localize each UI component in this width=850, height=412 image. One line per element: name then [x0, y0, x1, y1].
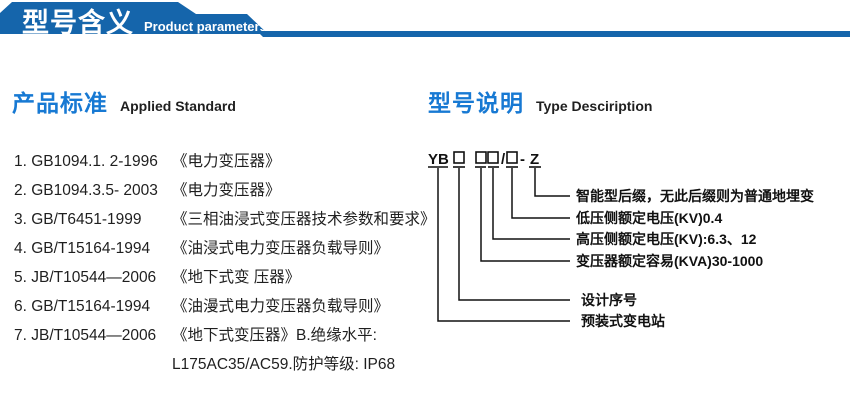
applied-standard-heading: 产品标准 Applied Standard — [12, 84, 236, 118]
standard-title: 《油漫式电力变压器负载导则》 — [172, 298, 390, 315]
banner-shape — [0, 2, 850, 37]
type-description-heading-cn: 型号说明 — [428, 90, 524, 116]
model-code-dash: - — [520, 151, 525, 168]
standard-title: 《地下式变压器》B.绝缘水平: — [172, 327, 377, 344]
label-prefab-substation: 预装式变电站 — [581, 313, 665, 329]
standard-row: 3. GB/T6451-1999 《三相油浸式变压器技术参数和要求》 — [14, 205, 436, 234]
standard-code: 6. GB/T15164-1994 — [14, 298, 151, 315]
label-smart-suffix: 智能型后缀，无此后缀则为普通地埋变 — [575, 188, 814, 204]
type-description-heading: 型号说明 Type Desciription — [428, 84, 652, 118]
standard-title: 《油浸式电力变压器负载导则》 — [172, 240, 390, 257]
model-code-suffix: Z — [530, 151, 539, 168]
standard-row: 6. GB/T15164-1994 《油漫式电力变压器负载导则》 — [14, 292, 434, 321]
standard-title: L175AC35/AC59.防护等级: IP68 — [172, 356, 396, 373]
standard-title: 《地下式变 压器》 — [172, 269, 301, 286]
model-code-box-capacity-1 — [475, 151, 487, 164]
banner-main-polygon — [0, 2, 268, 34]
connector-high-voltage — [492, 168, 570, 240]
banner-subtitle: Product parameters — [144, 19, 267, 34]
standard-title: 《三相油浸式变压器技术参数和要求》 — [172, 211, 436, 228]
standard-code: 4. GB/T15164-1994 — [14, 240, 151, 257]
standard-row: 5. JB/T10544—2006 《地下式变 压器》 — [14, 263, 434, 292]
connector-low-voltage — [511, 168, 570, 219]
standard-code: 5. JB/T10544—2006 — [14, 269, 157, 286]
standard-row-continuation: L175AC35/AC59.防护等级: IP68 — [14, 350, 434, 379]
connector-design-serial — [458, 168, 570, 301]
model-code-box-capacity-2 — [487, 151, 499, 164]
model-code-prefix: YB — [428, 151, 449, 168]
page-banner: 型号含义 Product parameters — [0, 0, 850, 40]
label-capacity: 变压器额定容易(KVA)30-1000 — [576, 253, 763, 269]
connector-capacity — [480, 168, 570, 262]
standard-row: 2. GB1094.3.5- 2003 《电力变压器》 — [14, 176, 434, 205]
standard-code — [14, 350, 172, 379]
model-code-diagram: YB / - Z 智能型后缀，无此后缀则为普通地埋变 低压侧额定电压(KV)0.… — [428, 151, 814, 329]
banner-title: 型号含义 — [22, 8, 134, 38]
standard-row: 7. JB/T10544—2006 《地下式变压器》B.绝缘水平: — [14, 321, 434, 350]
standard-title: 《电力变压器》 — [172, 182, 281, 199]
model-code-separator: / — [501, 151, 506, 168]
label-high-voltage: 高压侧额定电压(KV):6.3、12 — [576, 231, 757, 247]
connector-smart-suffix — [534, 168, 570, 197]
banner-strip-polygon — [257, 31, 850, 37]
standard-code: 3. GB/T6451-1999 — [14, 211, 142, 228]
standard-title: 《电力变压器》 — [172, 153, 281, 170]
standard-row: 4. GB/T15164-1994 《油浸式电力变压器负载导则》 — [14, 234, 434, 263]
standards-list: 1. GB1094.1. 2-1996 《电力变压器》 2. GB1094.3.… — [14, 147, 436, 379]
connector-prefab-substation — [437, 168, 570, 322]
label-low-voltage: 低压侧额定电压(KV)0.4 — [575, 210, 722, 226]
model-code-box-low-voltage — [506, 151, 518, 164]
standard-row: 1. GB1094.1. 2-1996 《电力变压器》 — [14, 147, 434, 176]
label-design-serial: 设计序号 — [581, 292, 637, 308]
standard-code: 1. GB1094.1. 2-1996 — [14, 153, 158, 170]
standard-code: 7. JB/T10544—2006 — [14, 327, 157, 344]
type-description-heading-en: Type Desciription — [536, 98, 653, 114]
standard-code: 2. GB1094.3.5- 2003 — [14, 182, 158, 199]
model-code-box-design-serial — [453, 151, 465, 164]
applied-standard-heading-cn: 产品标准 — [12, 90, 108, 116]
applied-standard-heading-en: Applied Standard — [120, 98, 236, 114]
